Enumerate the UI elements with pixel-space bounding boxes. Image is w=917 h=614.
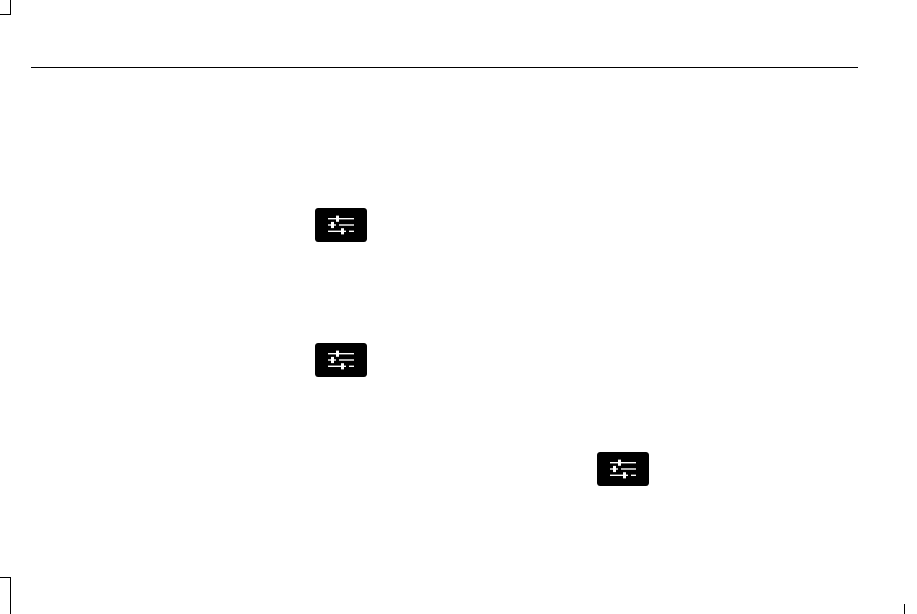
crop-mark-top-left-vertical (10, 0, 11, 15)
sliders-icon (326, 349, 356, 371)
crop-mark-bottom-left-vertical (10, 577, 11, 614)
sliders-icon (326, 214, 356, 236)
settings-button[interactable] (315, 208, 367, 242)
header-rule (31, 67, 858, 68)
crop-mark-bottom-right (904, 604, 905, 614)
settings-button[interactable] (597, 452, 649, 486)
sliders-icon (608, 458, 638, 480)
crop-mark-bottom-left-horizontal (0, 577, 11, 578)
crop-mark-top-left-horizontal (0, 14, 11, 15)
settings-button[interactable] (315, 343, 367, 377)
